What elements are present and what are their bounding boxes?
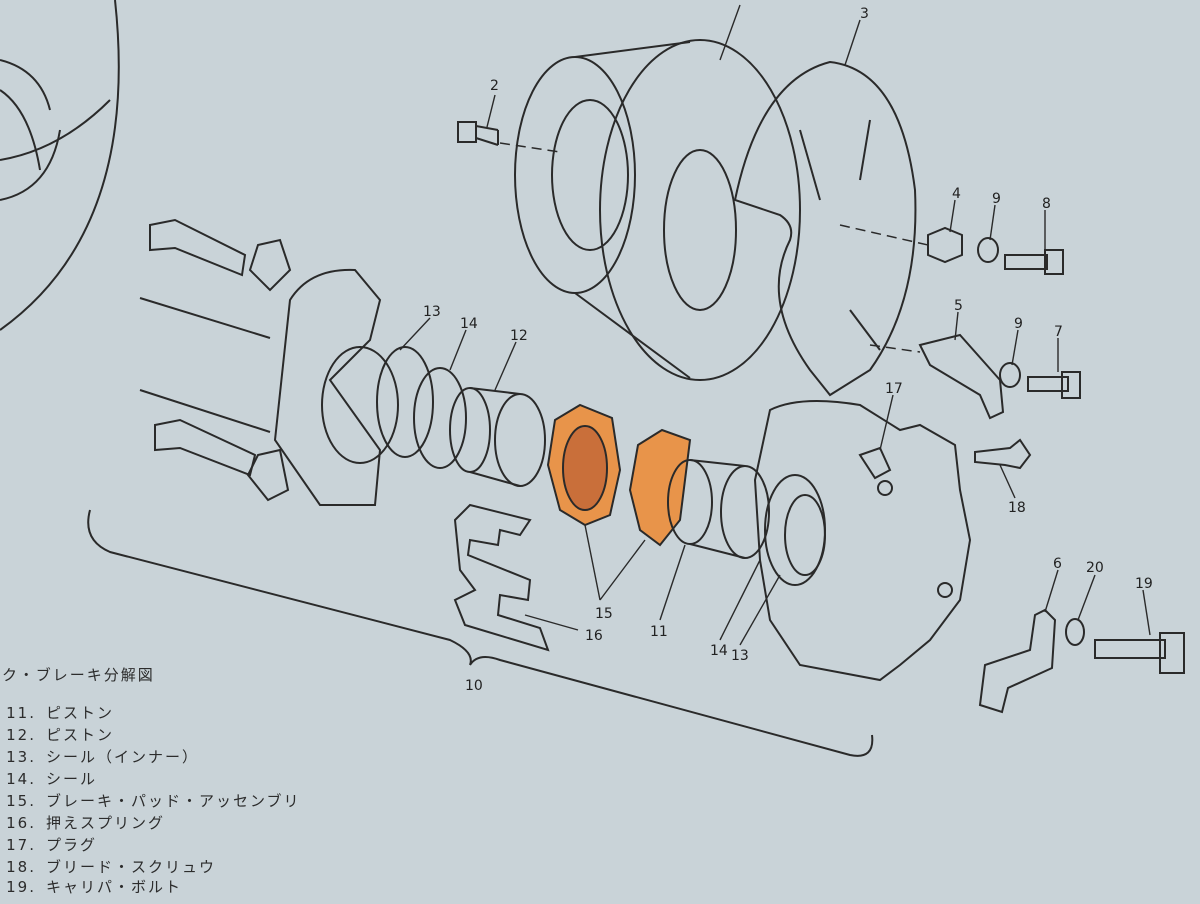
bracket-6 bbox=[978, 608, 1057, 714]
legend-item-number: 16. bbox=[6, 814, 36, 832]
label-16: 16 bbox=[585, 628, 603, 644]
anti-rattle-spring-16 bbox=[453, 503, 550, 652]
label-4: 4 bbox=[952, 186, 961, 202]
washer-9-mid bbox=[999, 362, 1021, 388]
legend-item: 11. ピストン bbox=[0, 702, 114, 723]
label-8: 8 bbox=[1042, 196, 1051, 212]
splash-shield bbox=[733, 60, 917, 397]
caliper-right-half bbox=[753, 400, 972, 682]
legend-item-text: ブリード・スクリュウ bbox=[46, 858, 217, 876]
label-6: 6 bbox=[1053, 556, 1062, 572]
legend-item: 14. シール bbox=[0, 768, 97, 789]
legend-item-number: 15. bbox=[6, 792, 36, 810]
legend-item-text: ピストン bbox=[46, 704, 115, 722]
legend-item-text: シール bbox=[46, 770, 98, 788]
legend-item-number: 14. bbox=[6, 770, 36, 788]
legend-item: 18. ブリード・スクリュウ bbox=[0, 856, 216, 877]
label-13-left: 13 bbox=[423, 304, 441, 320]
label-11: 11 bbox=[650, 624, 668, 640]
label-9-top: 9 bbox=[992, 191, 1001, 207]
legend-item-number: 13. bbox=[6, 748, 36, 766]
legend-item: 17. プラグ bbox=[0, 834, 97, 855]
legend-item: 13. シール（インナー） bbox=[0, 746, 199, 767]
label-7: 7 bbox=[1054, 324, 1063, 340]
label-10: 10 bbox=[465, 678, 483, 694]
brake-disc bbox=[514, 39, 801, 381]
part-number-labels: 2 3 4 9 8 5 9 7 17 18 6 20 19 13 14 12 1… bbox=[423, 6, 1153, 694]
brake-pad-outer bbox=[628, 428, 692, 547]
legend-item-text: ブレーキ・パッド・アッセンブリ bbox=[46, 792, 301, 810]
caliper-bolts-left bbox=[139, 218, 292, 502]
label-20: 20 bbox=[1086, 560, 1104, 576]
legend-title: ク・ブレーキ分解図 bbox=[2, 666, 155, 684]
label-17: 17 bbox=[885, 381, 903, 397]
group-bracket-10 bbox=[87, 509, 874, 757]
label-13-right: 13 bbox=[731, 648, 749, 664]
legend-item-text: キャリパ・ボルト bbox=[46, 878, 183, 896]
bleed-screw-18 bbox=[974, 438, 1032, 470]
nut-4 bbox=[927, 226, 963, 264]
legend-item-number: 11. bbox=[6, 704, 36, 722]
piston-12 bbox=[449, 387, 546, 487]
label-19: 19 bbox=[1135, 576, 1153, 592]
bolt-19 bbox=[1094, 632, 1185, 674]
legend-item: 19. キャリパ・ボルト bbox=[0, 876, 182, 897]
bolt-7 bbox=[1027, 371, 1081, 399]
label-2: 2 bbox=[490, 78, 499, 94]
label-14-right: 14 bbox=[710, 643, 728, 659]
label-3: 3 bbox=[860, 6, 869, 22]
piston-11 bbox=[667, 459, 770, 559]
label-18: 18 bbox=[1008, 500, 1026, 516]
legend-item-text: ピストン bbox=[46, 726, 115, 744]
bolt-2 bbox=[457, 121, 499, 146]
assembly-centerlines bbox=[499, 142, 929, 353]
seal-13 bbox=[376, 346, 434, 458]
legend-item-number: 12. bbox=[6, 726, 36, 744]
label-14-left: 14 bbox=[460, 316, 478, 332]
brake-pad-inner bbox=[546, 403, 622, 527]
washer-20 bbox=[1065, 618, 1085, 646]
seal-14 bbox=[413, 367, 467, 469]
legend-item: 16. 押えスプリング bbox=[0, 812, 165, 833]
plug-17 bbox=[858, 446, 892, 480]
legend-item-number: 17. bbox=[6, 836, 36, 854]
wheel-rim bbox=[0, 0, 120, 331]
bolt-8 bbox=[1004, 249, 1064, 275]
legend-item-text: プラグ bbox=[46, 836, 98, 854]
legend-item-text: シール（インナー） bbox=[46, 748, 200, 766]
leader-lines bbox=[399, 4, 1151, 646]
label-9-mid: 9 bbox=[1014, 316, 1023, 332]
label-15: 15 bbox=[595, 606, 613, 622]
label-12: 12 bbox=[510, 328, 528, 344]
label-5: 5 bbox=[954, 298, 963, 314]
bracket-5 bbox=[918, 333, 1005, 420]
caliper-left-half bbox=[273, 268, 399, 506]
legend-item: 12. ピストン bbox=[0, 724, 114, 745]
legend-item-number: 18. bbox=[6, 858, 36, 876]
washer-9-top bbox=[977, 237, 999, 263]
legend-item-number: 19. bbox=[6, 878, 36, 896]
legend-item-text: 押えスプリング bbox=[46, 814, 166, 832]
legend-item: 15. ブレーキ・パッド・アッセンブリ bbox=[0, 790, 301, 811]
